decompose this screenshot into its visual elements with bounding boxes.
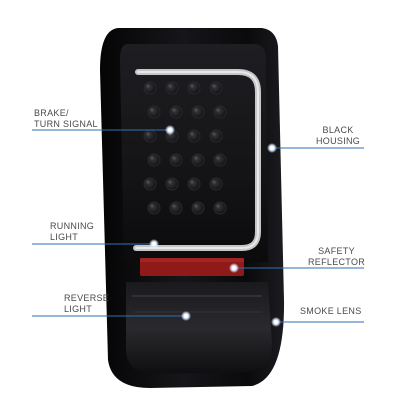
led-highlight bbox=[150, 204, 154, 208]
led-cell bbox=[147, 201, 161, 215]
led-highlight bbox=[194, 108, 198, 112]
led-cell bbox=[187, 81, 201, 95]
housing-label-line1: BLACK bbox=[322, 125, 354, 135]
brake-turn-label-line1: BRAKE/ bbox=[34, 108, 69, 118]
led-cell bbox=[213, 105, 227, 119]
led-highlight bbox=[212, 180, 216, 184]
led-cell bbox=[191, 105, 205, 119]
led-cell bbox=[213, 201, 227, 215]
safety-reflector bbox=[140, 258, 244, 276]
reflector-label-line2: REFLECTOR bbox=[308, 257, 366, 267]
led-cell bbox=[209, 129, 223, 143]
brake-turn-label: BRAKE/ TURN SIGNAL bbox=[34, 108, 98, 130]
led-highlight bbox=[216, 108, 220, 112]
led-cell bbox=[143, 81, 157, 95]
led-cell bbox=[187, 129, 201, 143]
smoke-lens bbox=[120, 44, 268, 262]
running-label-line1: RUNNING bbox=[50, 221, 95, 231]
led-highlight bbox=[194, 156, 198, 160]
led-highlight bbox=[150, 156, 154, 160]
led-cell bbox=[147, 153, 161, 167]
reverse-label-line1: REVERSE bbox=[64, 293, 110, 303]
black-housing-label: BLACK HOUSING bbox=[316, 125, 360, 147]
led-highlight bbox=[190, 180, 194, 184]
led-cell bbox=[143, 177, 157, 191]
led-highlight bbox=[146, 132, 150, 136]
led-highlight bbox=[172, 156, 176, 160]
led-highlight bbox=[146, 84, 150, 88]
led-highlight bbox=[212, 84, 216, 88]
brake-turn-label-line2: TURN SIGNAL bbox=[34, 119, 98, 129]
led-cell bbox=[209, 81, 223, 95]
reverse-light-lens bbox=[126, 282, 272, 374]
led-cell bbox=[169, 105, 183, 119]
led-highlight bbox=[194, 204, 198, 208]
led-highlight bbox=[146, 180, 150, 184]
led-cell bbox=[191, 201, 205, 215]
led-highlight bbox=[216, 156, 220, 160]
safety-reflector-label: SAFETY REFLECTOR bbox=[308, 246, 365, 268]
led-highlight bbox=[190, 132, 194, 136]
led-cell bbox=[143, 129, 157, 143]
housing-label-line2: HOUSING bbox=[316, 136, 361, 146]
led-highlight bbox=[168, 84, 172, 88]
led-cell bbox=[191, 153, 205, 167]
led-highlight bbox=[172, 108, 176, 112]
reverse-label-line2: LIGHT bbox=[64, 304, 93, 314]
led-highlight bbox=[168, 180, 172, 184]
led-cell bbox=[169, 153, 183, 167]
brake-turn-led-grid bbox=[143, 81, 227, 215]
reflector-label-line1: SAFETY bbox=[318, 246, 355, 256]
running-label-line2: LIGHT bbox=[50, 232, 79, 242]
led-highlight bbox=[150, 108, 154, 112]
led-cell bbox=[165, 81, 179, 95]
lens-label-line1: SMOKE LENS bbox=[300, 306, 362, 316]
led-cell bbox=[213, 153, 227, 167]
led-highlight bbox=[172, 204, 176, 208]
led-cell bbox=[169, 201, 183, 215]
running-light-label: RUNNING LIGHT bbox=[50, 221, 94, 243]
led-cell bbox=[147, 105, 161, 119]
led-highlight bbox=[212, 132, 216, 136]
led-cell bbox=[187, 177, 201, 191]
smoke-lens-label: SMOKE LENS bbox=[300, 306, 362, 317]
led-cell bbox=[209, 177, 223, 191]
led-cell bbox=[165, 177, 179, 191]
reverse-light-label: REVERSE LIGHT bbox=[64, 293, 109, 315]
led-highlight bbox=[190, 84, 194, 88]
led-highlight bbox=[216, 204, 220, 208]
